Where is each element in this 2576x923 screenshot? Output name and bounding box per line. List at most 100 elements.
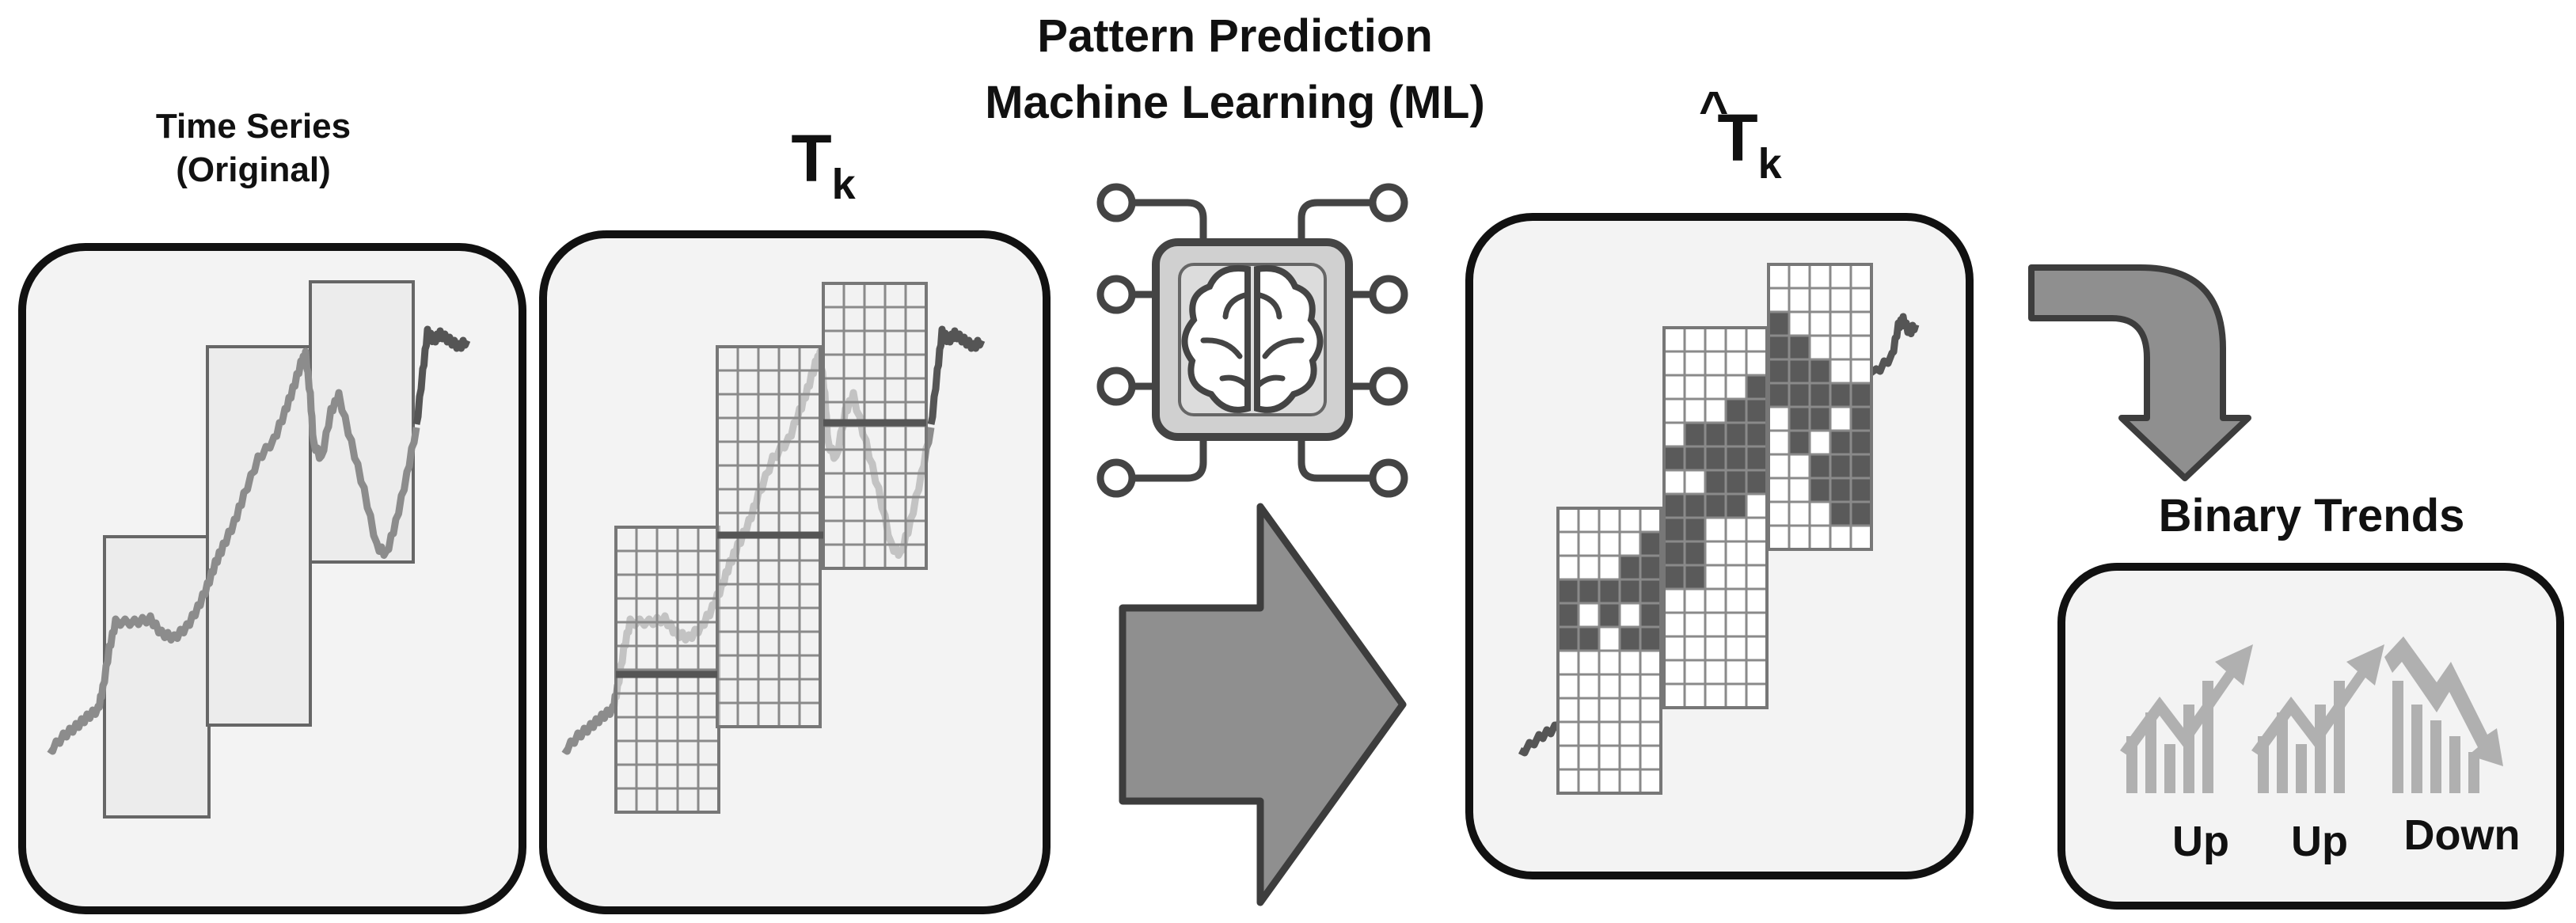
grid-cell xyxy=(1577,507,1601,534)
series-line-head xyxy=(412,325,471,425)
grid-cell xyxy=(863,472,887,499)
grid-cell xyxy=(798,630,822,657)
grid-cell xyxy=(822,448,845,475)
grid-cell xyxy=(798,488,822,515)
grid-cell xyxy=(1767,477,1791,503)
grid-cell xyxy=(716,678,739,705)
binary-trends-title: Binary Trends xyxy=(2158,490,2465,541)
grid-cell xyxy=(635,763,659,790)
grid-cell xyxy=(1556,530,1580,557)
grid-cell xyxy=(1745,516,1769,543)
grid-cell xyxy=(1724,635,1748,662)
filled-cell xyxy=(1767,358,1791,385)
trend-label-1: Up xyxy=(2172,818,2229,865)
filled-cell xyxy=(1683,564,1707,591)
grid-cell xyxy=(676,621,700,648)
grid-border xyxy=(1556,507,1662,795)
grid-cell xyxy=(1829,263,1852,290)
grid-cell xyxy=(777,559,801,586)
grid-cell xyxy=(1683,635,1707,662)
filled-cell xyxy=(1788,405,1811,432)
trend-label-2: Up xyxy=(2291,818,2348,865)
grid-cell xyxy=(863,519,887,546)
filled-cell xyxy=(1556,578,1580,605)
grid-cell xyxy=(736,535,760,562)
filled-cell xyxy=(1704,421,1727,448)
grid-cell xyxy=(1745,611,1769,638)
grid-cell xyxy=(842,329,866,356)
trend-down-icon xyxy=(2384,636,2503,793)
filled-cell xyxy=(1662,445,1686,472)
grid-cell xyxy=(614,763,638,790)
filled-cell xyxy=(1662,540,1686,567)
grid-cell xyxy=(676,787,700,814)
grid-cell xyxy=(904,496,928,522)
grid-cell xyxy=(1745,587,1769,614)
filled-cell xyxy=(1704,492,1727,519)
grid-cell xyxy=(1639,697,1662,724)
grid-cell xyxy=(1639,768,1662,795)
grid-cell xyxy=(1577,554,1601,581)
grid-cell xyxy=(842,472,866,499)
grid-cell xyxy=(1598,697,1621,724)
grid-cell xyxy=(1598,720,1621,747)
grid-cell xyxy=(1767,429,1791,456)
grid-cell xyxy=(1683,469,1707,496)
grid-cell xyxy=(697,763,720,790)
grid-cell xyxy=(1662,374,1686,401)
grid-cell xyxy=(676,692,700,719)
grid-cell xyxy=(1662,659,1686,686)
window-box-1 xyxy=(103,535,211,819)
filled-cell xyxy=(1662,492,1686,519)
grid-cell xyxy=(822,496,845,522)
grid-cell xyxy=(1683,326,1707,353)
grid-cell xyxy=(798,606,822,633)
grid-cell xyxy=(757,654,781,681)
grid-cell xyxy=(1618,768,1642,795)
grid-cell xyxy=(757,464,781,491)
filled-cell xyxy=(1618,554,1642,581)
filled-cell xyxy=(1598,602,1621,629)
grid-cell xyxy=(883,448,907,475)
grid-cell xyxy=(1849,263,1873,290)
grid-cell xyxy=(635,597,659,624)
grid-cell xyxy=(1577,744,1601,771)
grid-cell xyxy=(614,573,638,600)
grid-cell xyxy=(777,416,801,443)
grid-cell xyxy=(757,583,781,610)
filled-cell xyxy=(1745,445,1769,472)
grid-cell xyxy=(1577,530,1601,557)
grid-cell xyxy=(1577,720,1601,747)
filled-cell xyxy=(1639,602,1662,629)
grid-cell xyxy=(736,654,760,681)
grid-cell xyxy=(822,353,845,380)
grid-cell xyxy=(883,353,907,380)
filled-cell xyxy=(1662,516,1686,543)
grid-cell xyxy=(635,644,659,671)
grid-cell xyxy=(842,424,866,451)
grid-cell xyxy=(1639,507,1662,534)
ml-title-line1: Pattern Prediction xyxy=(1037,10,1433,62)
grid-cell xyxy=(635,549,659,576)
binary-trends-panel xyxy=(2057,563,2564,910)
grid-cell xyxy=(1788,263,1811,290)
grid-cell xyxy=(904,306,928,332)
grid-cell xyxy=(736,488,760,515)
grid-cell xyxy=(904,472,928,499)
filled-cell xyxy=(1788,358,1811,385)
grid-cell xyxy=(1618,649,1642,676)
curved-down-arrow-icon xyxy=(2028,264,2251,481)
grid-cell xyxy=(1704,326,1727,353)
grid-cell xyxy=(1849,358,1873,385)
grid-cell xyxy=(716,701,739,728)
grid-cell xyxy=(1683,397,1707,424)
grid-cell xyxy=(614,739,638,766)
grid-cell xyxy=(1577,602,1601,629)
grid-cell xyxy=(798,393,822,420)
grid-cell xyxy=(635,787,659,814)
grid-cell xyxy=(883,519,907,546)
grid-cell xyxy=(822,377,845,404)
grid-cell xyxy=(635,692,659,719)
grid-cell xyxy=(798,559,822,586)
